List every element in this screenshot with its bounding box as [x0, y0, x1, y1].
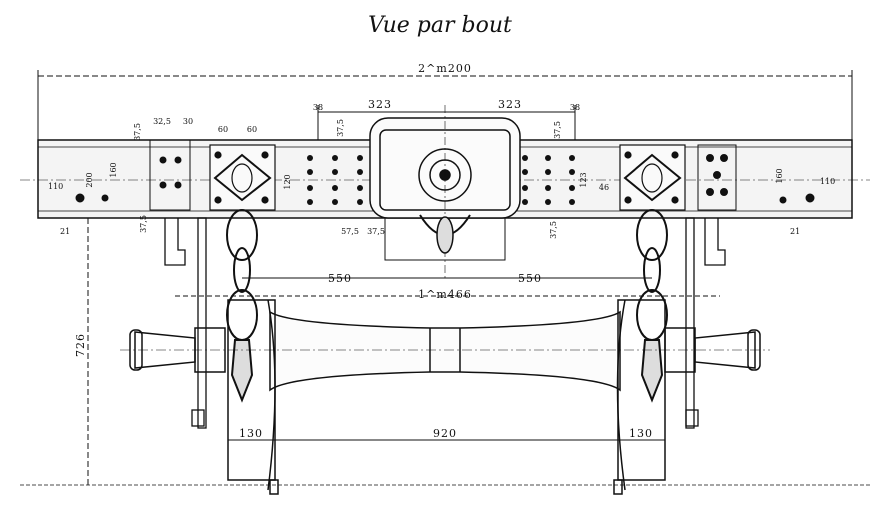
dim-left-half-top: 323: [368, 98, 392, 111]
dim-height: 726: [74, 333, 87, 357]
dim-left-bolt-a: 60: [218, 125, 228, 134]
dim-left-offset: 110: [48, 182, 63, 191]
dim-right-center-b: 37,5: [553, 121, 562, 139]
dim-left-spacing-a: 37,5: [133, 123, 142, 141]
side-hangers: [164, 217, 726, 429]
dim-left-spacing-d: 32,5: [153, 117, 171, 126]
left-chain: [226, 209, 258, 403]
height-dimension: [80, 217, 130, 485]
dim-right-center-c: 123: [579, 172, 588, 187]
dim-right-wheel: 130: [629, 427, 653, 440]
dim-right-offset: 110: [820, 177, 835, 186]
left-bolt-plate: [75, 139, 191, 211]
center-coupling-box: [369, 105, 521, 280]
dim-right-half-top: 323: [498, 98, 522, 111]
center-bolts: [307, 155, 575, 205]
dim-left-beam-inner: 160: [109, 162, 118, 177]
drawing-title: Vue par bout: [368, 13, 512, 38]
dim-center-left-c: 57,5: [341, 227, 359, 236]
right-bolt-plate: [697, 144, 815, 211]
overall-dimension: [37, 70, 853, 140]
dim-axle-between-wheels: 920: [433, 427, 457, 440]
dim-center-left-d: 37,5: [367, 227, 385, 236]
dim-center-left-b: 37,5: [336, 119, 345, 137]
dim-left-half-mid: 550: [328, 272, 352, 285]
dim-right-beam-height: 160: [775, 168, 784, 183]
dim-center-left-a: 38: [313, 103, 323, 112]
top-half-dimensions: [317, 105, 576, 140]
dim-gauge: 1^m466: [418, 288, 472, 301]
dim-left-wheel: 130: [239, 427, 263, 440]
dim-right-half-mid: 550: [518, 272, 542, 285]
dim-overall-width: 2^m200: [418, 62, 472, 75]
dim-left-mid-a: 120: [283, 174, 292, 189]
dim-right-lower: 37,5: [549, 221, 558, 239]
dim-left-small: 21: [60, 227, 70, 236]
wheels: [227, 299, 666, 495]
dim-left-bolt-b: 60: [247, 125, 257, 134]
dim-left-beam-height: 200: [85, 172, 94, 187]
left-chain-bracket: [209, 144, 276, 211]
dim-left-spacing-b: 37,5: [139, 215, 148, 233]
right-chain-bracket: [619, 144, 686, 211]
dim-left-spacing-c: 30: [183, 117, 193, 126]
dim-right-center-a: 38: [570, 103, 580, 112]
dim-right-small: 21: [790, 227, 800, 236]
mid-half-dimensions: [175, 277, 720, 297]
axle: [120, 310, 770, 392]
right-chain: [636, 209, 668, 403]
dim-right-center-d: 46: [599, 183, 609, 192]
